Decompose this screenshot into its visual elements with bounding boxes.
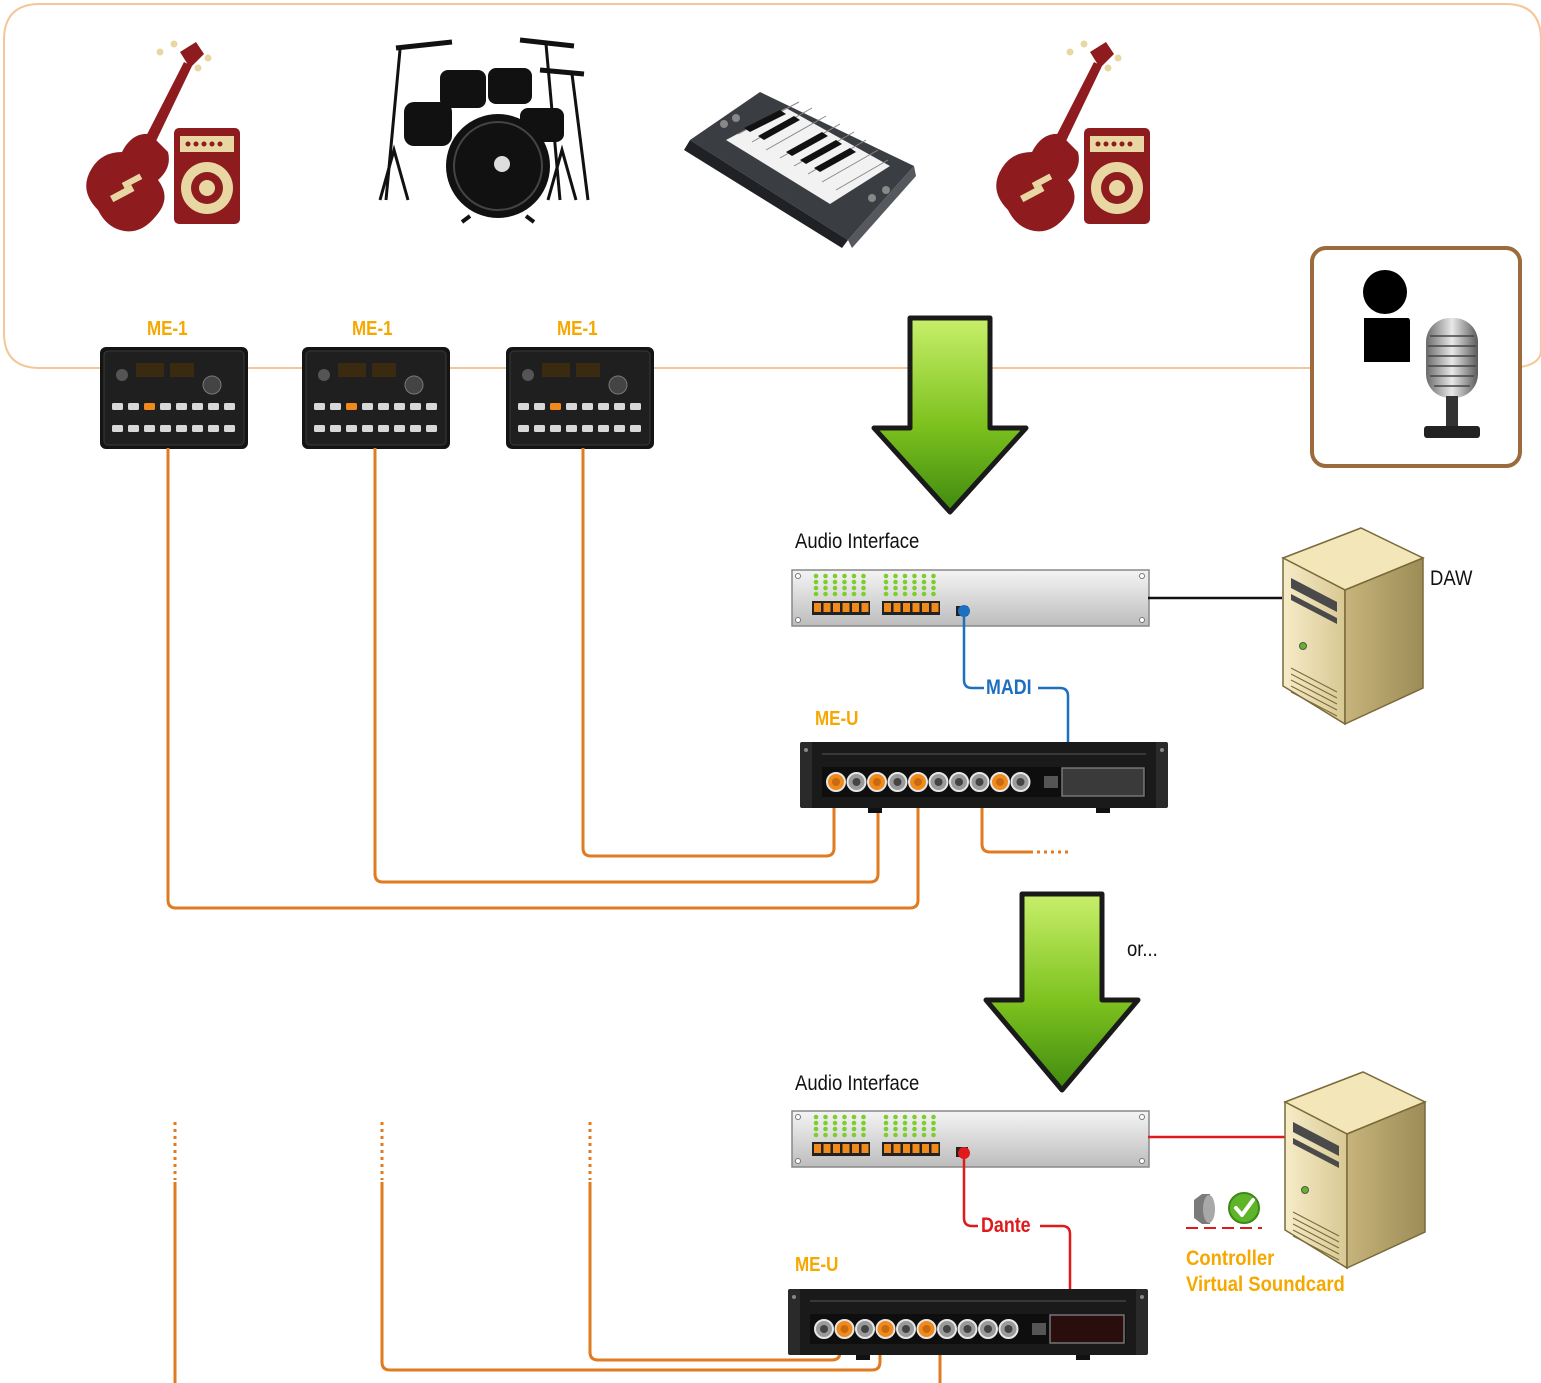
cable <box>581 448 836 858</box>
me-u-label: ME-U <box>795 1254 839 1276</box>
me-u-label: ME-U <box>815 708 859 730</box>
stage-area <box>3 3 1541 369</box>
madi-port <box>958 605 970 617</box>
controller-label: Controller Virtual Soundcard <box>1186 1246 1345 1298</box>
arrow-down-icon <box>871 315 1029 515</box>
me1-mixer <box>302 347 450 449</box>
cable <box>980 786 1030 854</box>
audio-interface-label: Audio Interface <box>795 530 920 553</box>
cable <box>588 1182 842 1362</box>
dante-port <box>958 1147 970 1159</box>
me1-mixer <box>100 347 248 449</box>
computer-icon <box>1281 527 1425 726</box>
drum-kit-icon <box>378 37 590 224</box>
guitar-amp-icon <box>86 40 240 232</box>
guitar-amp-icon <box>996 40 1150 232</box>
microphone-icon <box>1424 318 1480 438</box>
singer-box <box>1310 246 1522 468</box>
me1-label: ME-1 <box>557 318 598 340</box>
cable <box>166 448 920 910</box>
person-icon <box>1363 270 1410 362</box>
speaker-icon <box>1194 1194 1215 1224</box>
me-u-hub <box>800 742 1168 813</box>
cable <box>380 1182 882 1372</box>
guitar-icon <box>996 40 1122 232</box>
madi-label: MADI <box>986 676 1032 699</box>
me1-label: ME-1 <box>352 318 393 340</box>
daw-label: DAW <box>1430 567 1473 590</box>
guitar-icon <box>86 40 212 232</box>
me1-mixer <box>506 347 654 449</box>
arrow-down-icon <box>983 891 1141 1093</box>
madi-cable <box>962 612 1070 790</box>
audio-interface-unit <box>791 1110 1150 1168</box>
checkmark-icon <box>1228 1192 1260 1224</box>
me-u-hub <box>788 1289 1148 1360</box>
dante-label: Dante <box>981 1214 1031 1237</box>
amplifier-icon <box>174 128 240 224</box>
dante-cable <box>962 1152 1072 1330</box>
amplifier-icon <box>1084 128 1150 224</box>
me1-label: ME-1 <box>147 318 188 340</box>
audio-interface-unit <box>791 569 1150 627</box>
cable <box>373 448 880 884</box>
alternative-label: or... <box>1127 938 1158 961</box>
controller-label-line2: Virtual Soundcard <box>1186 1273 1345 1296</box>
keyboard-icon <box>684 92 916 248</box>
audio-interface-label: Audio Interface <box>795 1072 920 1095</box>
controller-label-line1: Controller <box>1186 1247 1275 1270</box>
computer-icon <box>1283 1071 1427 1270</box>
